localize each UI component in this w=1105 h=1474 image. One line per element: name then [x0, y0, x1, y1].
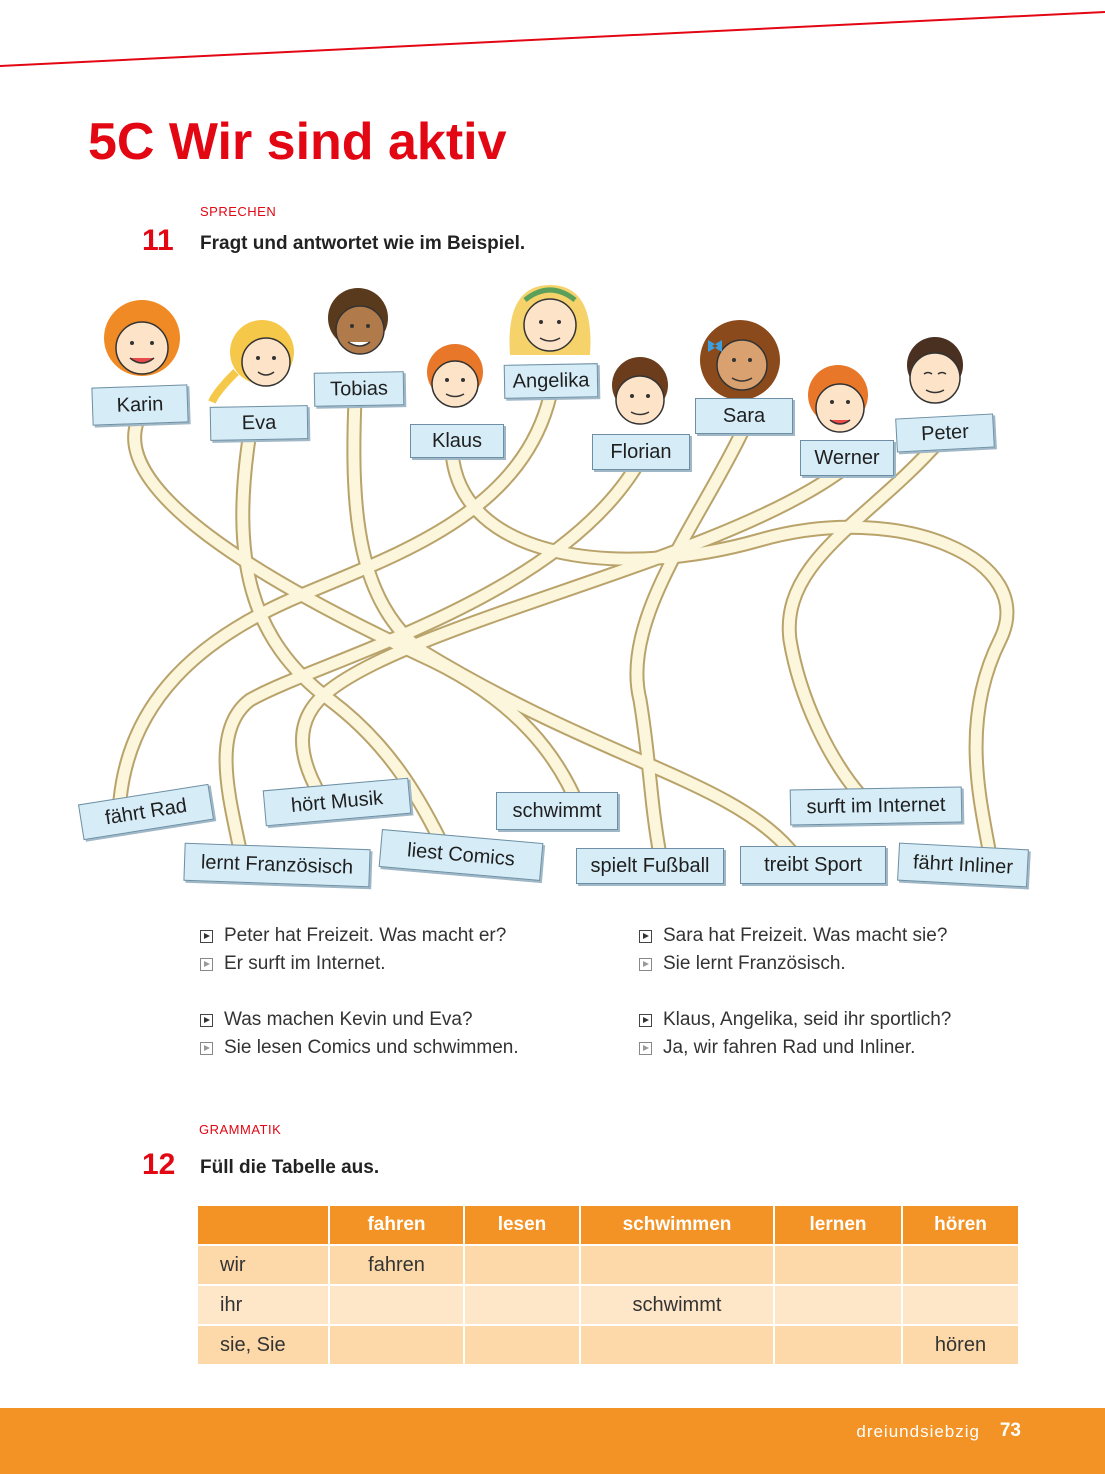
name-label-angelika: Angelika — [503, 363, 599, 399]
activity-label-surft-im-internet: surft im Internet — [789, 786, 963, 826]
page-number-word: dreiundsiebzig — [856, 1422, 980, 1441]
table-header-cell: lesen — [464, 1206, 581, 1245]
play-icon — [639, 957, 652, 971]
table-cell[interactable] — [774, 1244, 903, 1285]
name-label-klaus: Klaus — [410, 424, 504, 458]
exercise-instruction-11: Fragt und antwortet wie im Beispiel. — [200, 233, 526, 254]
table-cell[interactable] — [329, 1324, 465, 1364]
table-header-cell: lernen — [774, 1206, 903, 1245]
table-header-cell: fahren — [329, 1206, 465, 1245]
table-cell[interactable]: schwimmt — [580, 1284, 775, 1325]
table-cell[interactable] — [329, 1284, 465, 1325]
dialog-4: Klaus, Angelika, seid ihr sportlich? Ja,… — [639, 1006, 951, 1062]
name-label-werner: Werner — [800, 440, 894, 476]
table-row: wir fahren — [198, 1244, 1018, 1285]
play-icon — [200, 929, 213, 943]
face-karin-icon — [104, 300, 180, 376]
face-angelika-icon — [509, 285, 591, 355]
play-icon — [639, 929, 652, 943]
connector-paths — [112, 388, 1015, 863]
dialog-question: Klaus, Angelika, seid ihr sportlich? — [663, 1009, 952, 1030]
face-klaus-icon — [427, 344, 483, 408]
name-label-karin: Karin — [91, 384, 189, 426]
table-cell[interactable]: hören — [902, 1324, 1018, 1364]
table-cell: ihr — [198, 1284, 330, 1325]
matching-illustration — [104, 285, 1015, 863]
table-cell[interactable] — [902, 1284, 1018, 1325]
table-header-cell: schwimmen — [580, 1206, 775, 1245]
name-label-tobias: Tobias — [313, 371, 405, 407]
play-icon — [200, 957, 213, 971]
table-cell[interactable] — [580, 1244, 775, 1285]
page-title: 5C Wir sind aktiv — [88, 113, 507, 171]
dialog-answer: Er surft im Internet. — [224, 953, 386, 974]
table-cell[interactable] — [464, 1244, 581, 1285]
table-row: ihr schwimmt — [198, 1284, 1018, 1325]
table-cell: sie, Sie — [198, 1324, 330, 1364]
activity-label-schwimmt: schwimmt — [496, 792, 618, 830]
table-cell[interactable]: fahren — [329, 1244, 465, 1285]
table-cell[interactable] — [902, 1244, 1018, 1285]
header-rule — [0, 11, 1105, 67]
activity-label-spielt-fussball: spielt Fußball — [576, 848, 724, 884]
table-cell[interactable] — [464, 1284, 581, 1325]
face-eva-icon — [208, 320, 294, 404]
exercise-number-12: 12 — [142, 1148, 176, 1181]
dialog-answer: Sie lesen Comics und schwimmen. — [224, 1037, 519, 1058]
dialog-question: Peter hat Freizeit. Was macht er? — [224, 925, 507, 946]
activity-label-lernt-franzoesisch: lernt Französisch — [183, 842, 371, 888]
table-cell[interactable] — [774, 1324, 903, 1364]
dialog-question: Sara hat Freizeit. Was macht sie? — [663, 925, 948, 946]
play-icon — [639, 1041, 652, 1055]
table-row: sie, Sie hören — [198, 1324, 1018, 1364]
dialog-3: Was machen Kevin und Eva? Sie lesen Comi… — [200, 1006, 519, 1062]
name-label-sara: Sara — [695, 398, 793, 434]
page-footer: dreiundsiebzig 73 — [0, 1408, 1105, 1474]
table-cell: wir — [198, 1244, 330, 1285]
dialog-2: Sara hat Freizeit. Was macht sie? Sie le… — [639, 922, 947, 978]
dialog-question: Was machen Kevin und Eva? — [224, 1009, 473, 1030]
face-peter-icon — [907, 337, 963, 404]
dialog-answer: Ja, wir fahren Rad und Inliner. — [663, 1037, 916, 1058]
play-icon — [200, 1041, 213, 1055]
name-label-eva: Eva — [209, 405, 309, 441]
name-label-peter: Peter — [895, 413, 995, 453]
face-tobias-icon — [328, 288, 388, 355]
activity-label-faehrt-inliner: fährt Inliner — [897, 842, 1029, 888]
table-cell[interactable] — [774, 1284, 903, 1325]
dialog-answer: Sie lernt Französisch. — [663, 953, 846, 974]
dialog-1: Peter hat Freizeit. Was macht er? Er sur… — [200, 922, 506, 978]
section-label-sprechen: SPRECHEN — [200, 204, 277, 219]
activity-label-treibt-sport: treibt Sport — [740, 846, 886, 884]
name-label-florian: Florian — [592, 434, 690, 470]
page-number: 73 — [999, 1420, 1021, 1441]
table-cell[interactable] — [580, 1324, 775, 1364]
table-header-cell: hören — [902, 1206, 1018, 1245]
face-sara-icon — [700, 320, 780, 400]
table-cell[interactable] — [464, 1324, 581, 1364]
conjugation-table: fahren lesen schwimmen lernen hören wir … — [198, 1206, 1018, 1364]
play-icon — [200, 1013, 213, 1027]
face-werner-icon — [808, 365, 868, 433]
face-florian-icon — [612, 357, 668, 425]
play-icon — [639, 1013, 652, 1027]
exercise-instruction-12: Füll die Tabelle aus. — [200, 1157, 380, 1178]
exercise-number-11: 11 — [142, 224, 174, 257]
section-label-grammatik: GRAMMATIK — [199, 1122, 282, 1137]
table-header-cell — [198, 1206, 330, 1245]
